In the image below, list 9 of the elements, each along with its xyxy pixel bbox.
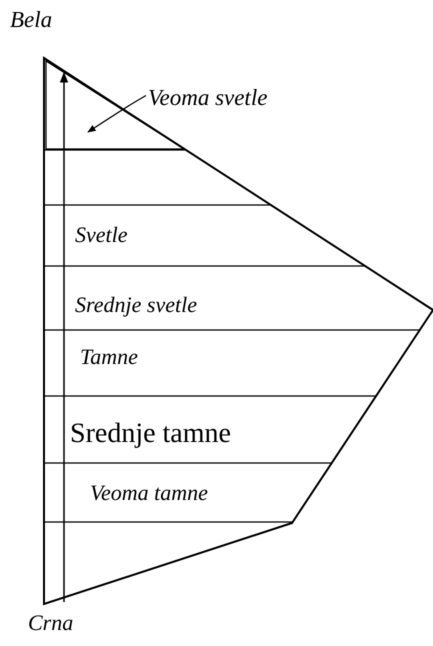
band-label: Svetle — [75, 224, 128, 246]
band-label: Srednje svetle — [75, 294, 197, 316]
band-label: Tamne — [80, 346, 138, 368]
leader-label: Veoma svetle — [148, 86, 268, 109]
endpoint-label: Bela — [10, 8, 52, 31]
leader-line — [87, 94, 146, 132]
band-label: Veoma tamne — [90, 482, 208, 504]
band-label: Srednje tamne — [70, 420, 231, 448]
endpoint-label: Crna — [28, 612, 74, 634]
